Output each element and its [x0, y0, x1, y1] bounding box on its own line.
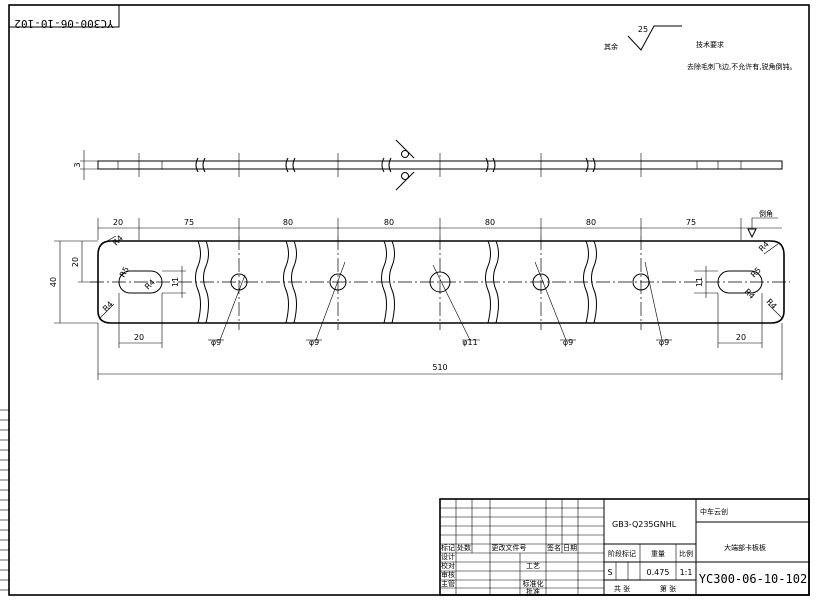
total-length: 510	[432, 363, 447, 372]
hole-2-dia: φ9	[309, 338, 319, 347]
width-dim: 40	[49, 277, 58, 287]
hole-3-dia: φ11	[462, 338, 477, 347]
weight-header: 重量	[651, 550, 665, 558]
role-process: 工艺	[526, 562, 540, 570]
part-name: 大端部卡板板	[724, 543, 766, 552]
total-length-dim: 510	[97, 323, 783, 380]
seg-dim-5: 80	[485, 218, 495, 227]
sheets-total: 共 张	[614, 584, 630, 593]
sheet-current: 第 张	[660, 584, 676, 593]
corner-radius-bl: R4	[101, 300, 115, 314]
role-chief: 主管	[441, 579, 455, 588]
rev-h-sign: 签名	[547, 543, 561, 552]
edge-note: 倒角	[747, 209, 778, 239]
slot-width-dims: 11 11	[162, 266, 718, 298]
role-approve: 批准	[526, 587, 540, 596]
seg-dim-3: 80	[283, 218, 293, 227]
side-view: 3	[73, 139, 783, 191]
half-width-dim: 20	[71, 257, 80, 267]
seg-dim-7: 75	[686, 218, 696, 227]
sheet-border	[8, 4, 810, 596]
rev-h-doc: 更改文件号	[492, 543, 527, 552]
role-check: 校对	[441, 561, 455, 570]
seg-dim-1: 20	[113, 218, 123, 227]
seg-dim-4: 80	[384, 218, 394, 227]
seg-dim-6: 80	[586, 218, 596, 227]
thickness-dim: 3	[73, 162, 82, 167]
role-review: 审核	[441, 570, 455, 579]
rotated-drawing-number: YC300-06-10-102	[14, 17, 113, 30]
width-dimension: 40 20	[49, 240, 98, 324]
stage-value: S	[607, 568, 612, 577]
slot-width-right: 11	[695, 277, 704, 287]
seg-dim-2: 75	[184, 218, 194, 227]
left-margin-grid	[0, 405, 10, 595]
corner-radius-br: R4	[765, 297, 779, 311]
material: GB3-Q235GNHL	[612, 520, 677, 529]
technical-requirements: 技术要求 去除毛刺飞边,不允许有,锐角倒钝。	[687, 40, 796, 71]
roughness-value: 25	[638, 25, 648, 34]
radius-labels: R4 R4 R5 R4 R4 R4 R5 R4	[99, 234, 783, 319]
roughness-symbol: 其余 25	[604, 25, 682, 51]
drawing-number: YC300-06-10-102	[699, 572, 807, 586]
role-design: 设计	[441, 552, 455, 561]
hole-callouts: φ9 φ9 φ11 φ9 φ9	[208, 261, 672, 347]
hole-5-dia: φ9	[659, 338, 669, 347]
scale-value: 1:1	[680, 568, 693, 577]
company-name: 中车云创	[700, 507, 728, 516]
stage-header: 阶段标记	[608, 549, 636, 558]
slot-radius-left-b: R4	[143, 278, 157, 292]
corner-radius-tl: R4	[111, 234, 125, 248]
top-dimension-chain: 20 75 80 80 80 80 75	[97, 218, 782, 240]
rev-h-date: 日期	[563, 544, 577, 552]
hole-1-dia: φ9	[211, 338, 221, 347]
slot-offset-left: 20	[134, 333, 144, 342]
tech-req-line: 去除毛刺飞边,不允许有,锐角倒钝。	[687, 62, 796, 71]
slot-radius-right-b: R4	[743, 287, 757, 301]
hole-4-dia: φ9	[563, 338, 573, 347]
title-block: 标记 处数 更改文件号 签名 日期 设计 校对 审核 主管 工艺 标准化 批准 …	[439, 498, 810, 596]
tech-req-title: 技术要求	[696, 40, 724, 49]
edge-note-text: 倒角	[759, 209, 773, 218]
weight-value: 0.475	[647, 568, 670, 577]
rev-h-count: 处数	[457, 543, 471, 552]
slot-offset-dims: 20 20	[118, 293, 763, 348]
rev-h-mark: 标记	[441, 543, 455, 552]
rotated-number-box: YC300-06-10-102	[8, 4, 120, 30]
plate-view	[90, 236, 790, 330]
slot-width-left: 11	[171, 277, 180, 287]
role-standard: 标准化	[523, 579, 544, 588]
roughness-label: 其余	[604, 42, 618, 51]
scale-header: 比例	[679, 549, 693, 558]
slot-offset-right: 20	[736, 333, 746, 342]
